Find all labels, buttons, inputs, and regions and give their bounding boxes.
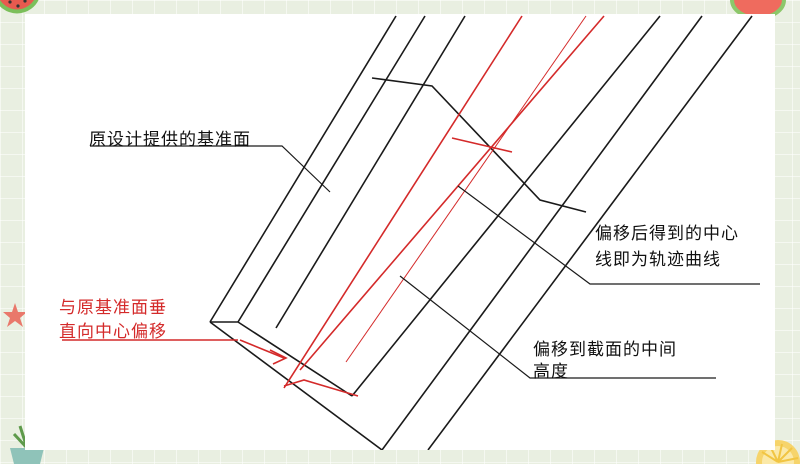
label-section-line1: 偏移到截面的中间 (533, 340, 677, 360)
beam-edge (275, 15, 466, 329)
label-offset-line1: 与原基准面垂 (59, 298, 167, 318)
diagram-card: 原设计提供的基准面 偏移后得到的中心 线即为轨迹曲线 与原基准面垂 直向中心偏移… (25, 14, 775, 450)
beam-edge (381, 15, 703, 450)
watermelon-slice-icon (0, 0, 39, 14)
red-arrow-head (269, 349, 288, 365)
label-section-line2: 高度 (533, 362, 569, 382)
beam-edge (209, 15, 397, 323)
label-original-datum: 原设计提供的基准面 (89, 130, 251, 150)
red-mid-section (451, 137, 513, 153)
leader-trajectory (457, 185, 760, 285)
upper-section (371, 77, 587, 213)
leader-original-datum (90, 145, 331, 193)
leader-section-height (399, 275, 716, 379)
label-offset-line2: 直向中心偏移 (59, 322, 167, 342)
label-trajectory-line2: 线即为轨迹曲线 (595, 250, 721, 270)
beam-edge (237, 15, 426, 323)
red-offset-line (299, 15, 605, 371)
cross-section-top (210, 321, 353, 397)
red-thin-line (345, 15, 587, 363)
red-bottom-section (283, 379, 359, 397)
starfish-icon (3, 303, 27, 327)
beam-edge (351, 15, 661, 397)
beam-edge (427, 15, 753, 450)
cross-section-edge (209, 321, 383, 450)
red-center-line (283, 15, 523, 389)
beam-diagram (62, 15, 760, 450)
label-trajectory-line1: 偏移后得到的中心 (595, 224, 739, 244)
red-offset-arrow (239, 339, 285, 359)
